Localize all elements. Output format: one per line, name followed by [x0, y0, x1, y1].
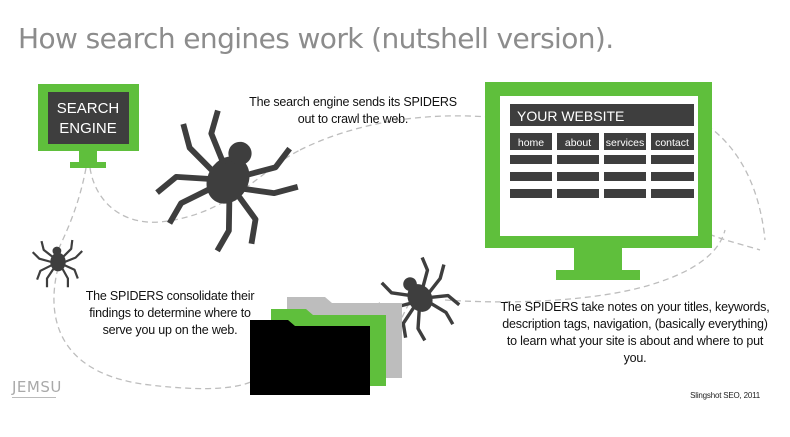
folder-black	[250, 320, 370, 395]
logo-underline	[12, 397, 56, 398]
nav-contact: contact	[655, 137, 689, 149]
caption-crawl: The search engine sends its SPIDERS out …	[249, 95, 457, 126]
nav-services: services	[606, 137, 645, 149]
path-engine-to-spider	[89, 149, 301, 223]
search-engine-label-1: SEARCH	[57, 100, 120, 117]
caption-notes: The SPIDERS take notes on your titles, k…	[500, 300, 770, 365]
path-website-right	[689, 114, 766, 241]
credit-text: Slingshot SEO, 2011	[690, 391, 760, 400]
path-small-spider-to-folders	[53, 267, 256, 390]
path-engine-to-small-spider	[57, 167, 87, 251]
spider-small-icon	[31, 238, 84, 289]
website-content-rows	[510, 155, 694, 198]
path-spider-to-website	[299, 115, 501, 151]
jemsu-logo: JEMSU	[12, 378, 62, 396]
caption-consolidate: The SPIDERS consolidate their findings t…	[85, 289, 255, 337]
website-nav: home about services contact	[510, 133, 694, 150]
page-title: How search engines work (nutshell versio…	[18, 22, 614, 55]
path-spider-to-notes	[444, 229, 726, 303]
folders-stack	[250, 297, 402, 395]
search-engine-label-2: ENGINE	[59, 120, 117, 137]
nav-home: home	[518, 137, 544, 149]
nav-about: about	[565, 137, 591, 149]
search-engine-monitor: SEARCH ENGINE	[38, 84, 139, 168]
website-label: YOUR WEBSITE	[517, 108, 624, 124]
website-monitor: YOUR WEBSITE home about services contact	[485, 82, 712, 280]
